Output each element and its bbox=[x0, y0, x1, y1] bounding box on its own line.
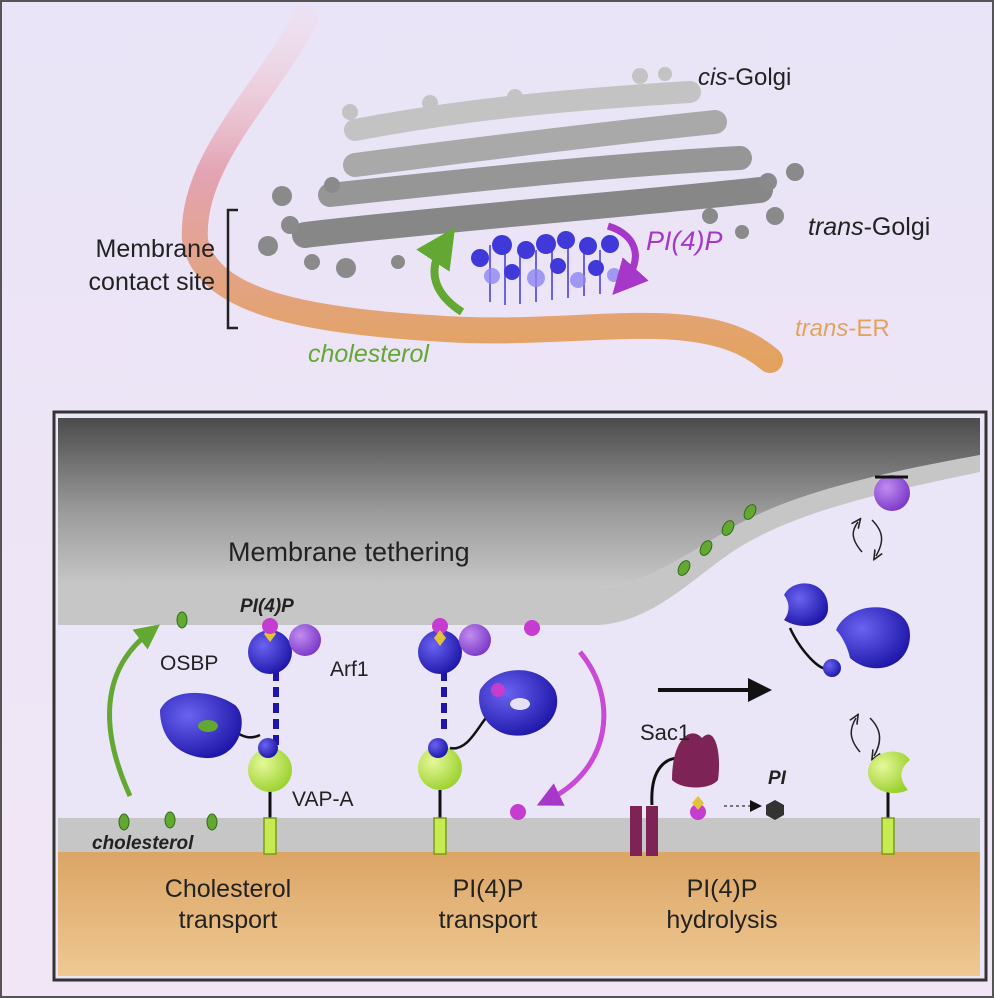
step2-label-line1: PI(4)P bbox=[453, 875, 524, 903]
vap-a-msp-domain bbox=[248, 748, 292, 792]
pi4p-transport-arrow bbox=[536, 650, 607, 806]
cholesterol-top-label: cholesterol bbox=[308, 340, 430, 368]
vap-a-label: VAP-A bbox=[292, 788, 353, 811]
sac1-transmembrane-2 bbox=[646, 806, 658, 856]
trans-vesicles bbox=[258, 163, 804, 278]
bottom-panel: Membrane tethering PI(4)P OSBP Arf1 VAP-… bbox=[52, 410, 988, 982]
step3-label-line2: hydrolysis bbox=[666, 906, 777, 934]
vap-a-anchor bbox=[263, 817, 277, 855]
sac1-catalytic-domain bbox=[672, 733, 720, 788]
osbp-release bbox=[784, 475, 910, 855]
membrane-tethering-label: Membrane tethering bbox=[228, 537, 470, 567]
step3-label-line1: PI(4)P bbox=[687, 875, 758, 903]
step1-label-line1: Cholesterol bbox=[165, 875, 291, 903]
trans-er-label: trans-ER bbox=[795, 315, 890, 342]
osbp-complex-2 bbox=[418, 618, 558, 855]
golgi-membrane-leaflet bbox=[58, 455, 980, 625]
membrane-contact-label-line1: Membrane bbox=[96, 235, 216, 263]
step1-label-line2: transport bbox=[179, 906, 278, 934]
membrane-contact-label-line2: contact site bbox=[89, 268, 215, 296]
cholesterol-transport-arrow bbox=[107, 624, 160, 798]
trans-er-membrane bbox=[181, 5, 783, 373]
cholesterol-molecules bbox=[118, 504, 757, 831]
cholesterol-arrow bbox=[416, 227, 465, 316]
osbp-label: OSBP bbox=[160, 652, 218, 675]
contact-site-bracket bbox=[226, 208, 238, 330]
er-lumen bbox=[58, 852, 980, 976]
golgi-stack bbox=[258, 67, 804, 278]
osbp-complex-1 bbox=[160, 618, 321, 855]
osbp-ph-domain bbox=[248, 630, 292, 674]
arf1-label: Arf1 bbox=[330, 658, 369, 681]
golgi-cisterna-medial-1 bbox=[343, 110, 727, 177]
pi-molecule bbox=[766, 800, 784, 820]
arf1-protein bbox=[289, 624, 321, 656]
golgi-cisterna-cis bbox=[344, 81, 701, 141]
er-membrane-leaflet bbox=[58, 818, 980, 852]
sac1-label: Sac1 bbox=[640, 720, 690, 745]
golgi-membrane-dark bbox=[58, 418, 980, 588]
cholesterol-bottom-label: cholesterol bbox=[92, 833, 194, 854]
pi4p-bottom-label: PI(4)P bbox=[240, 596, 294, 617]
arf1-free bbox=[874, 475, 910, 511]
step2-label-line2: transport bbox=[439, 906, 538, 934]
top-panel: cis-Golgi trans-Golgi trans-ER Membrane … bbox=[89, 5, 930, 373]
pi4p-top-label: PI(4)P bbox=[646, 226, 723, 256]
trans-golgi-label: trans-Golgi bbox=[808, 213, 930, 241]
golgi-cisterna-trans bbox=[292, 177, 773, 248]
cis-vesicles bbox=[342, 67, 672, 120]
sac1-transmembrane-1 bbox=[630, 806, 642, 856]
cis-golgi-label: cis-Golgi bbox=[698, 64, 791, 91]
bottom-panel-frame bbox=[52, 410, 988, 982]
golgi-cisterna-medial-2 bbox=[318, 146, 752, 207]
vap-a-free bbox=[868, 751, 910, 794]
sac1-complex bbox=[630, 733, 784, 856]
pi4p-arrow bbox=[606, 222, 649, 296]
pi-label: PI bbox=[768, 768, 787, 789]
